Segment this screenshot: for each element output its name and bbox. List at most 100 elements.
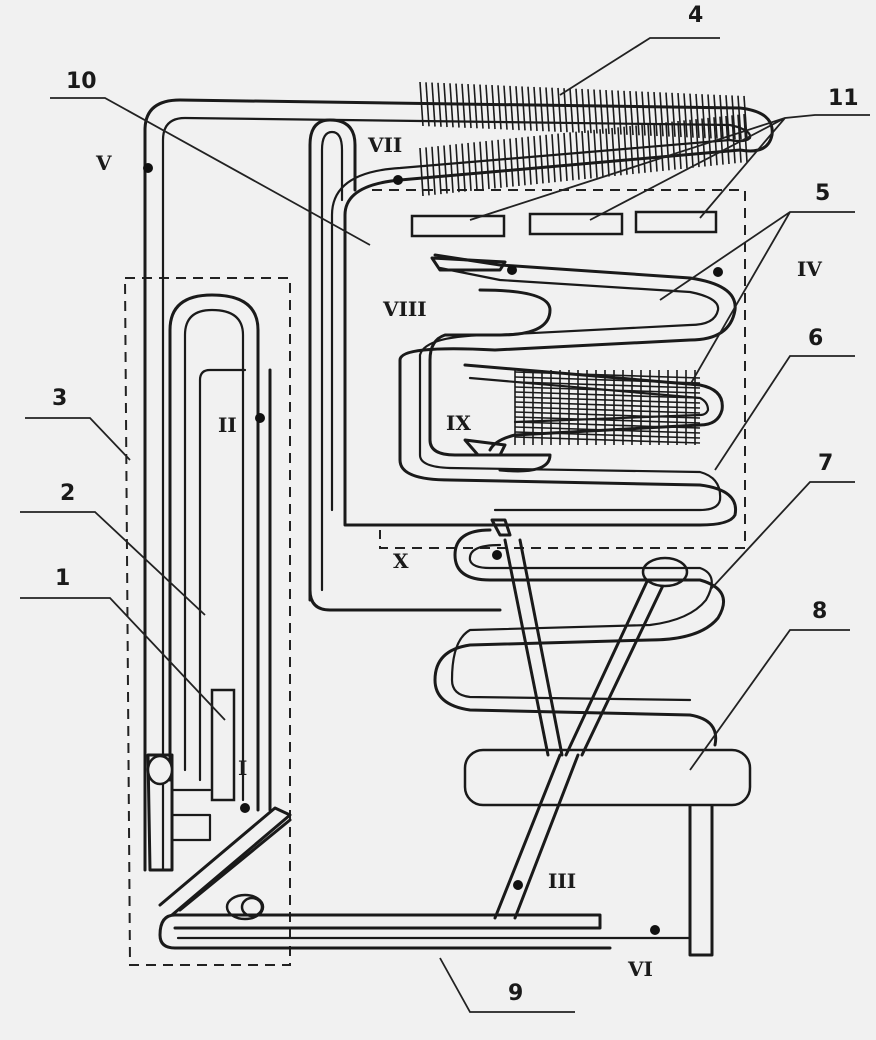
fin-line	[479, 141, 484, 190]
boiler-tube-inner	[198, 368, 247, 782]
marker-dot-vi	[650, 925, 660, 935]
fin-line	[455, 144, 460, 193]
pipe-v-outer	[143, 98, 774, 872]
label-1: 1	[55, 566, 70, 591]
fin-line	[641, 124, 646, 173]
label-roman-x: X	[393, 549, 409, 573]
boiler-base-detail	[170, 788, 212, 842]
boiler-tube-mid	[183, 308, 245, 802]
label-roman-viii: VIII	[382, 297, 427, 321]
fin-line	[503, 139, 508, 188]
pipe-vii	[308, 118, 357, 602]
fin-line	[677, 93, 682, 138]
fin-line	[533, 136, 538, 185]
evap-inner-loop	[428, 288, 552, 473]
fin-line	[509, 85, 514, 130]
fin-line	[514, 376, 701, 384]
mid-fitting	[463, 438, 507, 457]
fin-line	[647, 91, 652, 136]
fin-line	[563, 132, 568, 181]
fin-line	[473, 142, 478, 191]
evaporator-fins	[514, 370, 701, 445]
marker-dot-v	[143, 163, 153, 173]
fin-line	[611, 127, 616, 176]
label-roman-iv: IV	[797, 257, 822, 281]
pipe-iii	[493, 753, 580, 920]
boiler-tube-outer	[168, 293, 260, 812]
fin-line	[545, 87, 550, 132]
fin-line	[545, 134, 550, 183]
fin-line	[479, 84, 484, 129]
fin-line	[689, 93, 694, 138]
fin-line	[725, 95, 730, 140]
strut-right	[564, 573, 670, 757]
label-5: 5	[815, 181, 830, 206]
fin-line	[551, 87, 556, 132]
fin-line	[473, 84, 478, 129]
fin-line	[683, 93, 688, 138]
fin-line	[719, 94, 724, 139]
leader-11	[469, 114, 870, 221]
fin-line	[611, 90, 616, 135]
fin-line	[527, 86, 532, 131]
leader-3	[25, 417, 131, 461]
fin-line	[587, 89, 592, 134]
leader-4	[559, 37, 720, 96]
label-10: 10	[66, 69, 97, 94]
fin-line	[701, 94, 706, 139]
fin-line	[569, 132, 574, 181]
fin-line	[629, 90, 634, 136]
fin-line	[719, 116, 724, 165]
compartment-rect-2	[528, 212, 624, 236]
fin-line	[569, 88, 574, 133]
fin-line	[605, 128, 610, 177]
fin-line	[449, 144, 454, 193]
fin-line	[533, 86, 538, 131]
label-4: 4	[688, 3, 703, 28]
fin-line	[617, 127, 622, 176]
fin-line	[514, 396, 701, 404]
fin-line	[437, 146, 442, 195]
fin-line	[514, 421, 701, 429]
fin-line	[514, 431, 701, 439]
condenser-fins-upper	[419, 81, 748, 141]
fin-line	[515, 137, 520, 187]
compartment-rect-1	[410, 214, 506, 238]
fin-line	[653, 123, 658, 172]
pipe-9-outer	[158, 913, 612, 950]
top-fitting	[430, 256, 507, 272]
fin-line	[605, 89, 610, 135]
fin-line	[443, 145, 448, 194]
leader-10	[50, 97, 371, 246]
fin-line	[449, 83, 454, 128]
marker-dot-iii	[513, 880, 523, 890]
diagonal-tube-1	[158, 806, 292, 917]
fin-line	[485, 141, 490, 190]
fin-line	[737, 114, 742, 163]
compartment-rect-3	[634, 210, 718, 234]
fin-line	[467, 84, 472, 129]
fin-line	[514, 426, 701, 434]
fin-line	[575, 88, 580, 133]
marker-dot-i	[240, 803, 250, 813]
fin-line	[467, 142, 472, 192]
fin-line	[497, 139, 502, 188]
fin-line	[671, 121, 676, 170]
leader-7	[709, 481, 855, 591]
fin-line	[659, 122, 664, 171]
pipe-vii-inner	[320, 130, 344, 592]
fin-line	[629, 125, 634, 175]
marker-dot-iv-left	[507, 265, 517, 275]
fin-line	[581, 131, 586, 180]
fin-line	[514, 406, 701, 414]
label-8: 8	[812, 599, 827, 624]
fin-line	[623, 126, 628, 175]
diagonal-tube-2	[178, 818, 292, 912]
fin-line	[514, 371, 701, 379]
fin-line	[575, 131, 580, 180]
label-11: 11	[828, 86, 859, 111]
fin-line	[551, 134, 556, 183]
fin-line	[665, 122, 670, 171]
